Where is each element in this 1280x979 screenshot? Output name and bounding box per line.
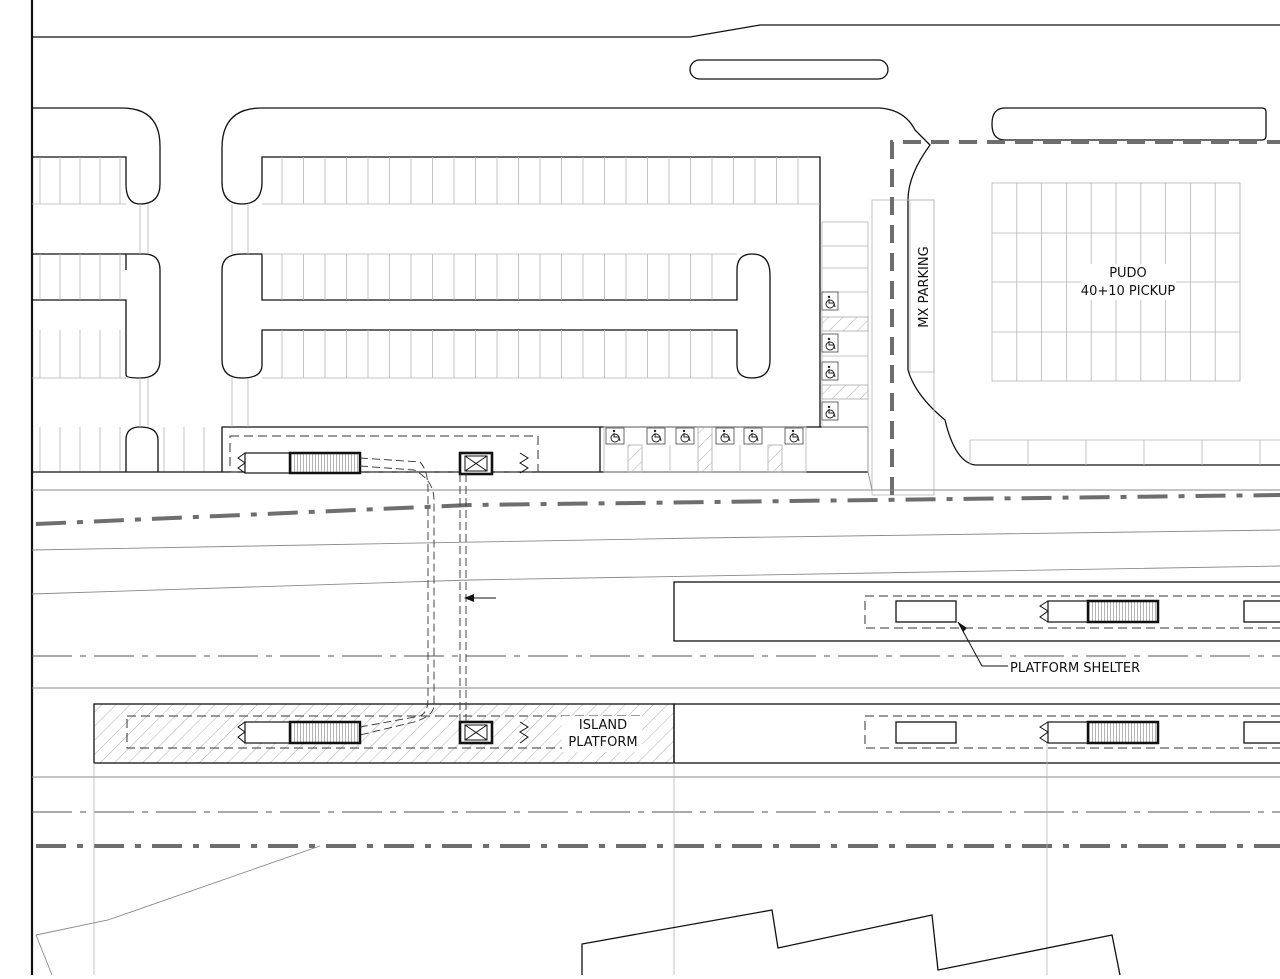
accessible-stalls-row [603,426,807,473]
platform-shelter-2 [1243,600,1280,623]
pudo-grid [991,182,1241,382]
stair-icon [1039,599,1160,624]
stair-icon [237,451,362,475]
track-line-2 [31,565,1280,595]
parking-curb-left-top [32,107,161,205]
mx-parking-strip-outline [871,199,935,496]
parking-bay-middle [221,253,771,379]
shelter-leader-line [957,621,1008,667]
station-canopy [229,435,539,473]
pudo-label-backing [1082,264,1176,300]
parking-bay-upper [221,107,821,427]
platform-shelter-label: PLATFORM SHELTER [1010,661,1140,676]
island-platform-label-2: PLATFORM [568,735,637,750]
platform-shelter-1 [895,600,957,623]
side-platform [673,581,1280,642]
parking-curb-left-bay [32,253,161,379]
road-edge-top [32,24,1280,38]
stair-icon [1039,720,1160,745]
parking-bay-stub [125,426,159,472]
stair-icon [237,720,362,745]
elevator-box-icon [458,720,494,745]
parking-stalls [39,157,799,472]
median-island [689,59,889,80]
road-curve-lower-left [35,845,321,936]
building-outline-bottom [581,909,1121,976]
mx-parking-label: MX PARKING [917,246,932,327]
track-line-1 [31,529,1280,551]
parking-lot-edge-main [262,107,1280,466]
pudo-title: PUDO [1109,266,1147,281]
accessible-stalls-column [821,221,869,428]
property-boundary-right [890,140,1280,495]
side-platform-canopy [864,595,1280,629]
platform-shelter-3 [895,721,957,744]
mx-parking-stalls [909,199,935,373]
station-building-outline [221,426,601,472]
island-platform-canopy [126,715,641,749]
pudo-bottom-stalls [969,439,1280,465]
curb-island-right [991,107,1267,141]
elevator-box-icon [458,451,494,476]
platform-shelter-4 [1243,721,1280,744]
pudo-detail: 40+10 PICKUP [1081,284,1176,299]
parking-curb-left-mid [32,253,127,270]
property-boundary-upper [35,493,1280,526]
island-platform-label-1: ISLAND [579,718,627,733]
island-platform-extension [673,703,1280,764]
pedestrian-underpass [359,457,496,736]
